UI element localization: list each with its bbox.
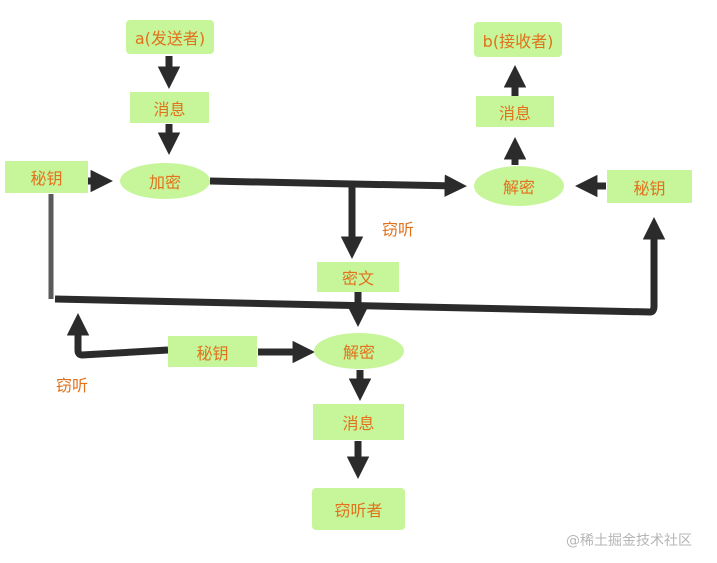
- node-message-bottom: 消息: [313, 404, 404, 440]
- line-key-channel: [54, 217, 666, 316]
- arrow-encrypt-to-decrypt: [209, 174, 467, 197]
- node-message-top-right: 消息: [476, 96, 554, 127]
- node-key-right: 秘钥: [607, 170, 692, 203]
- node-ciphertext: 密文: [317, 262, 399, 292]
- node-encrypt: 加密: [120, 163, 210, 199]
- node-decrypt-mid: 解密: [314, 333, 404, 369]
- arrow-eavesdrop-loop: [66, 313, 169, 359]
- node-message-top-left: 消息: [130, 92, 209, 123]
- node-key-mid: 秘钥: [168, 336, 257, 367]
- node-key-left: 秘钥: [5, 161, 88, 193]
- watermark: @稀土掘金技术社区: [566, 533, 692, 549]
- label-eavesdrop-left: 窃听: [56, 376, 89, 395]
- node-sender: a(发送者): [126, 20, 214, 54]
- label-eavesdrop-right: 窃听: [382, 220, 415, 239]
- node-decrypt-right: 解密: [474, 166, 564, 206]
- node-eavesdropper: 窃听者: [312, 488, 405, 530]
- node-receiver: b(接收者): [474, 22, 562, 57]
